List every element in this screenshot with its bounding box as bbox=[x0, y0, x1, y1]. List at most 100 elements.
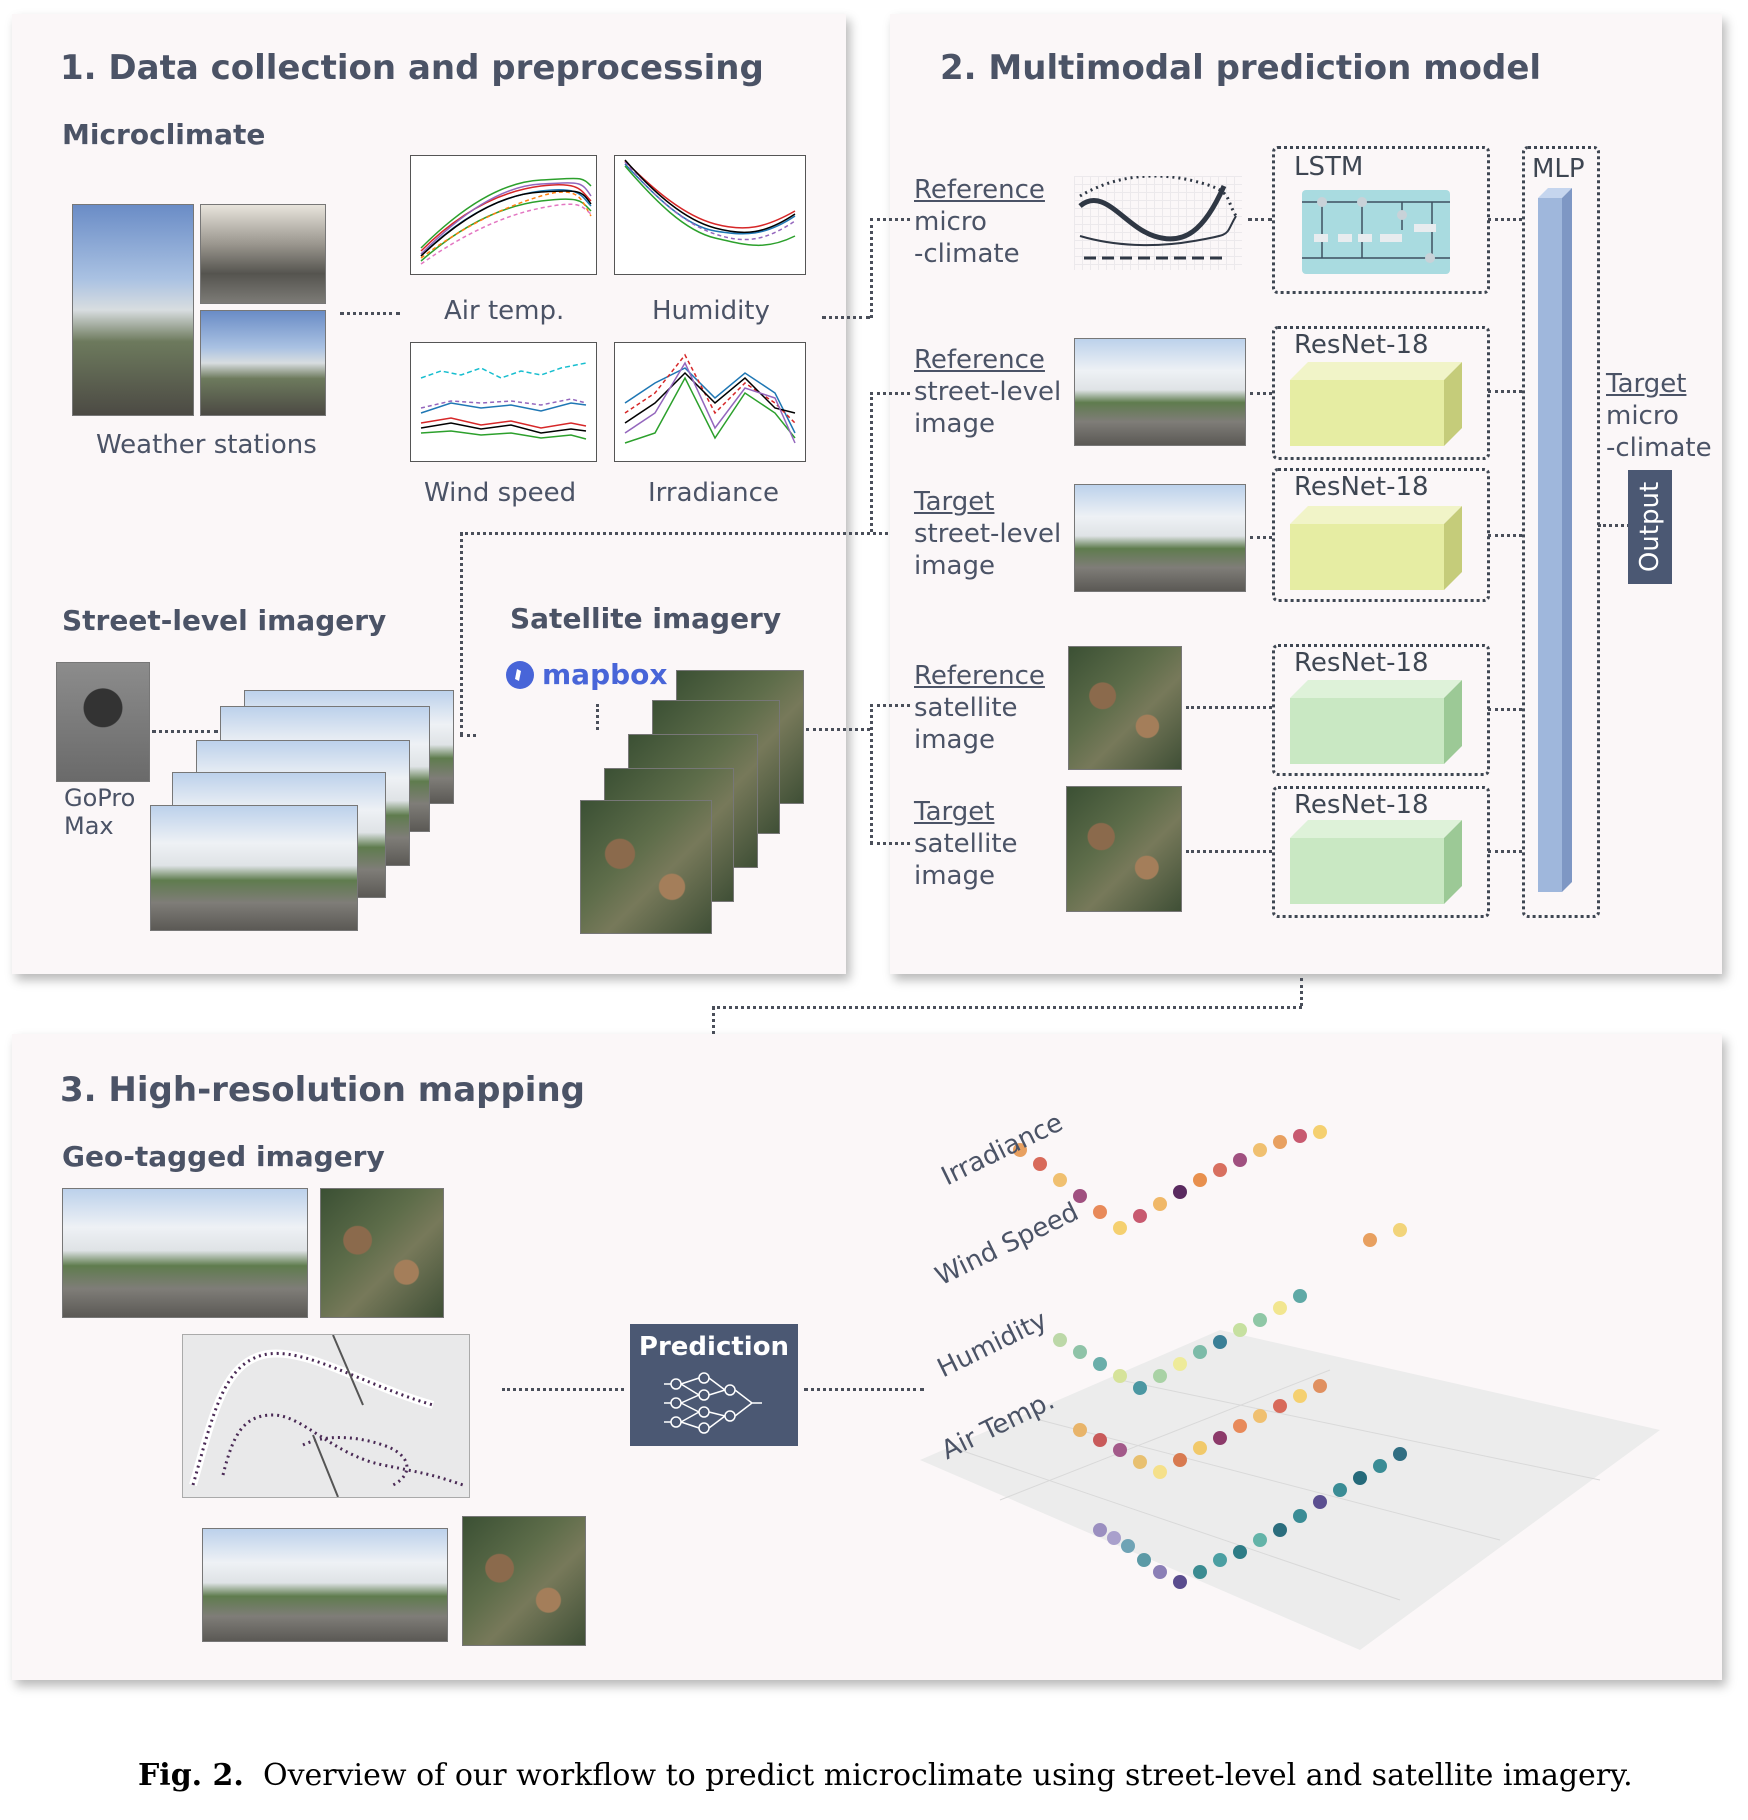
microclimate-sketch-lines bbox=[1078, 174, 1238, 260]
geo-route-map bbox=[182, 1334, 470, 1498]
bracket-mid-h bbox=[870, 392, 910, 395]
target-microclimate-label: Target micro-climate bbox=[1606, 368, 1712, 464]
conn-lstm bbox=[1248, 218, 1272, 221]
connector-street-top bbox=[460, 532, 900, 535]
target-label-rest: micro-climate bbox=[1606, 401, 1712, 463]
panel1-title: 1. Data collection and preprocessing bbox=[60, 48, 764, 88]
input-label-ref-1: Reference bbox=[914, 175, 1045, 205]
prediction-block: Prediction bbox=[630, 1324, 798, 1446]
mlp-box bbox=[1522, 146, 1600, 918]
conn-resnet-1 bbox=[1250, 392, 1272, 395]
resnet-label-4: ResNet-18 bbox=[1294, 790, 1429, 820]
geo-tagged-heading: Geo-tagged imagery bbox=[62, 1140, 385, 1173]
layer-air-temp-hexes bbox=[1093, 1447, 1407, 1589]
layer-humidity-hexes bbox=[1073, 1379, 1327, 1479]
resnet-block-3 bbox=[1290, 680, 1462, 764]
mapbox-icon bbox=[506, 660, 534, 689]
layer-wind-hexes bbox=[1053, 1289, 1307, 1395]
input-label-rest-1: micro-climate bbox=[914, 207, 1020, 269]
connector-street-stub bbox=[460, 734, 476, 737]
chart-wind-speed bbox=[410, 342, 597, 462]
conn-mlp-1 bbox=[1488, 218, 1522, 221]
caption-irradiance: Irradiance bbox=[648, 478, 779, 508]
target-label-u: Target bbox=[1606, 369, 1687, 399]
street-image-stack-1 bbox=[150, 805, 358, 931]
reference-street-thumb bbox=[1074, 338, 1246, 446]
conn-output bbox=[1598, 524, 1630, 527]
geo-route-lines bbox=[189, 1334, 464, 1498]
conn-resnet-4 bbox=[1186, 850, 1272, 853]
conn-mlp-2 bbox=[1488, 390, 1522, 393]
output-block: Output bbox=[1628, 470, 1672, 584]
conn-model-down bbox=[1300, 978, 1303, 1006]
bracket-sat-h bbox=[870, 704, 910, 707]
resnet-box-1 bbox=[1272, 326, 1490, 460]
resnet-block-2 bbox=[1290, 506, 1462, 590]
bracket-mid bbox=[870, 392, 873, 532]
panel2-title: 2. Multimodal prediction model bbox=[940, 48, 1542, 88]
mapbox-label: mapbox bbox=[542, 658, 668, 691]
panel3-title: 3. High-resolution mapping bbox=[60, 1070, 586, 1110]
geo-satellite-photo-2 bbox=[462, 1516, 586, 1646]
figure-caption: Fig. 2. Overview of our workflow to pred… bbox=[138, 1758, 1633, 1793]
caption-wind-speed: Wind speed bbox=[424, 478, 577, 508]
gopro-label: GoPro Max bbox=[64, 784, 135, 840]
connector-stations-charts bbox=[340, 312, 400, 315]
panel-prediction-model bbox=[890, 14, 1722, 974]
weather-station-photo-1 bbox=[72, 204, 194, 416]
bracket-sat bbox=[870, 704, 873, 844]
target-street-thumb bbox=[1074, 484, 1246, 592]
conn-mlp-4 bbox=[1488, 708, 1522, 711]
caption-humidity: Humidity bbox=[652, 296, 770, 326]
street-level-heading: Street-level imagery bbox=[62, 604, 387, 637]
microclimate-heading: Microclimate bbox=[62, 118, 266, 151]
connector-gopro-stack bbox=[152, 730, 218, 733]
weather-stations-label: Weather stations bbox=[96, 430, 317, 460]
geo-street-photo-2 bbox=[202, 1528, 448, 1642]
conn-resnet-2 bbox=[1250, 536, 1272, 539]
figure-caption-prefix: Fig. 2. bbox=[138, 1758, 244, 1793]
bracket-top-h bbox=[870, 218, 910, 221]
resnet-block-1 bbox=[1290, 362, 1462, 446]
bracket-top bbox=[870, 218, 873, 318]
weather-station-photo-2 bbox=[200, 204, 326, 304]
conn-pred-map bbox=[804, 1388, 924, 1391]
air-temp-lines bbox=[420, 177, 592, 265]
prediction-label: Prediction bbox=[638, 1332, 790, 1362]
figure-caption-text: Overview of our workflow to predict micr… bbox=[262, 1758, 1633, 1793]
connector-mapbox-stack bbox=[596, 704, 599, 730]
humidity-lines bbox=[624, 159, 796, 246]
resnet-label-2: ResNet-18 bbox=[1294, 472, 1429, 502]
gopro-label-line1: GoPro bbox=[64, 784, 136, 812]
connector-street-up bbox=[460, 532, 463, 736]
input-reference-microclimate: Reference micro-climate bbox=[914, 174, 1045, 270]
bracket-sat-h2 bbox=[870, 842, 910, 845]
resnet-label-1: ResNet-18 bbox=[1294, 330, 1429, 360]
target-satellite-thumb bbox=[1066, 786, 1182, 912]
layer-irradiance-hexes bbox=[1013, 1125, 1407, 1247]
input-label-ref-4: Reference bbox=[914, 661, 1045, 691]
conn-mlp-3 bbox=[1488, 534, 1522, 537]
input-label-ref-3: Target bbox=[914, 487, 995, 517]
gopro-label-line2: Max bbox=[64, 812, 114, 840]
mapbox-logo: mapbox bbox=[504, 658, 667, 691]
irradiance-lines bbox=[624, 353, 796, 444]
input-label-ref-5: Target bbox=[914, 797, 995, 827]
mlp-label: MLP bbox=[1532, 154, 1585, 184]
lstm-cell-diagram bbox=[1302, 190, 1450, 274]
microclimate-sketch bbox=[1074, 174, 1242, 270]
caption-air-temp: Air temp. bbox=[444, 296, 565, 326]
connector-charts-model bbox=[822, 316, 870, 319]
connector-sat-model bbox=[806, 728, 870, 731]
geo-street-photo-1 bbox=[62, 1188, 308, 1318]
lstm-cell-lines bbox=[1302, 197, 1450, 263]
chart-humidity bbox=[614, 155, 806, 275]
lstm-label: LSTM bbox=[1294, 152, 1364, 182]
reference-satellite-thumb bbox=[1068, 646, 1182, 770]
chart-irradiance bbox=[614, 342, 806, 462]
